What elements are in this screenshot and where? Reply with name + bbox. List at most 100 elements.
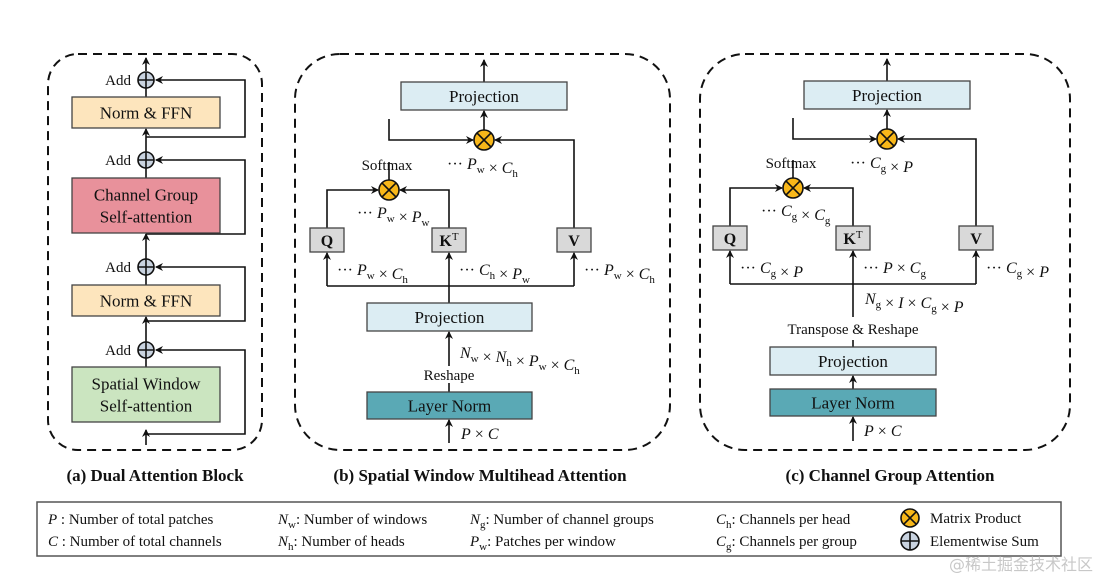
subscript: h — [649, 274, 655, 286]
legend-subscript: w — [288, 519, 296, 531]
times-sign: × — [1022, 264, 1039, 281]
legend-matrix-product-label: Matrix Product — [930, 511, 1022, 527]
legend-symbol: P — [47, 512, 57, 528]
q-box-label: Q — [724, 231, 736, 248]
letter: Q — [321, 233, 333, 250]
projection-box-label: Projection — [415, 308, 485, 327]
v-dimension-label: ··· Pw × Ch — [584, 262, 655, 286]
legend-symbol: N — [469, 512, 481, 528]
times-sign: × — [797, 207, 814, 224]
add-sum-icon — [137, 151, 155, 169]
times-sign: × — [893, 260, 910, 277]
subscript: w — [477, 164, 485, 176]
subscript: g — [931, 303, 937, 315]
q-to-product-arrow — [729, 184, 783, 226]
panel-b-dashed-border — [294, 53, 671, 451]
legend-box — [36, 501, 1062, 557]
times-sign: × — [904, 295, 921, 312]
block-2-label: Norm & FFN — [100, 292, 193, 311]
watermark: @稀土掘金技术社区 — [948, 555, 1093, 574]
ellipsis: ··· — [863, 260, 883, 277]
times-sign: × — [375, 266, 392, 283]
block-2-rect — [71, 284, 221, 317]
transpose-reshape-label: Transpose & Reshape — [787, 322, 918, 338]
times-sign: × — [495, 266, 512, 283]
matrix-product-icon — [378, 179, 400, 201]
symbol: C — [781, 203, 792, 220]
legend-description: : Number of total patches — [57, 512, 213, 528]
times-sign: × — [776, 264, 793, 281]
sum-cross — [901, 532, 919, 550]
legend-item: Nh: Number of heads — [277, 534, 405, 553]
subscript: w — [539, 361, 547, 373]
legend-symbol: C — [716, 512, 727, 528]
subscript: g — [920, 268, 926, 280]
symbol: P — [792, 264, 803, 281]
layer-norm-box-rect — [769, 388, 937, 417]
panel-a-dashed-border — [47, 53, 263, 451]
symbol: C — [502, 160, 513, 177]
subscript: h — [574, 365, 580, 377]
add-label: Add — [105, 260, 131, 276]
symbol: P — [376, 205, 387, 222]
k-to-product-arrow — [399, 186, 450, 228]
symbol: P — [460, 426, 471, 443]
v-to-product-arrow — [897, 135, 977, 226]
times-sign: × — [881, 295, 898, 312]
ellipsis: ··· — [986, 260, 1006, 277]
residual-connection — [146, 156, 246, 235]
legend-item: P : Number of total patches — [47, 512, 214, 528]
add-sum-icon — [137, 341, 155, 359]
block-0-label: Norm & FFN — [100, 104, 193, 123]
matrix-product-icon — [876, 128, 898, 150]
layer-norm-box: Layer Norm — [366, 391, 533, 420]
subscript: g — [1017, 268, 1023, 280]
k-transpose-box-rect — [835, 225, 871, 251]
k-transpose-box: KT — [835, 225, 871, 251]
v-dimension-label: ··· Cg × P — [986, 260, 1049, 281]
legend-item: C : Number of total channels — [48, 534, 222, 550]
sum-cross — [138, 342, 154, 358]
matrix-product-icon — [782, 177, 804, 199]
times-sign: × — [485, 160, 502, 177]
legend-elementwise-sum-icon — [900, 531, 920, 551]
top-projection-box-label: Projection — [449, 87, 519, 106]
legend-description: : Channels per group — [732, 534, 857, 550]
legend-symbol: C — [48, 534, 59, 550]
symbol: C — [921, 295, 932, 312]
block-3-label: Spatial Window — [91, 375, 201, 394]
legend-subscript: g — [726, 541, 732, 553]
legend-subscript: h — [726, 519, 732, 531]
subscript: g — [825, 215, 831, 227]
block-1-label: Channel Group — [94, 186, 198, 205]
times-sign: × — [886, 159, 903, 176]
layer-norm-box: Layer Norm — [769, 388, 937, 417]
k-transpose-box: KT — [431, 227, 467, 253]
subscript: h — [402, 274, 408, 286]
symbol: P — [953, 299, 964, 316]
ellipsis: ··· — [357, 205, 377, 222]
legend-symbol: C — [716, 534, 727, 550]
top-projection-box-rect — [803, 80, 971, 110]
top-projection-box-label: Projection — [852, 86, 922, 105]
times-sign: × — [479, 349, 496, 366]
block-1-label: Self-attention — [100, 208, 193, 227]
output-dimension-label: ··· Pw × Ch — [447, 156, 518, 180]
letter: V — [568, 233, 580, 250]
legend-description: : Number of heads — [294, 534, 405, 550]
product-cross — [879, 131, 895, 147]
attention-dimension-label: ··· Pw × Pw — [357, 205, 430, 229]
subscript: w — [367, 270, 375, 282]
symbol: C — [639, 266, 650, 283]
legend-description: : Number of total channels — [58, 534, 222, 550]
symbol: C — [479, 262, 490, 279]
top-projection-box: Projection — [803, 80, 971, 110]
k-dimension-label: ··· P × Cg — [863, 260, 926, 280]
times-sign: × — [395, 209, 412, 226]
symbol: P — [863, 423, 874, 440]
input-dimension-label: P × C — [460, 426, 499, 443]
k-transpose-box-label: KT — [843, 229, 862, 248]
softmax-to-product-arrow — [388, 119, 474, 144]
symbol: P — [511, 266, 522, 283]
